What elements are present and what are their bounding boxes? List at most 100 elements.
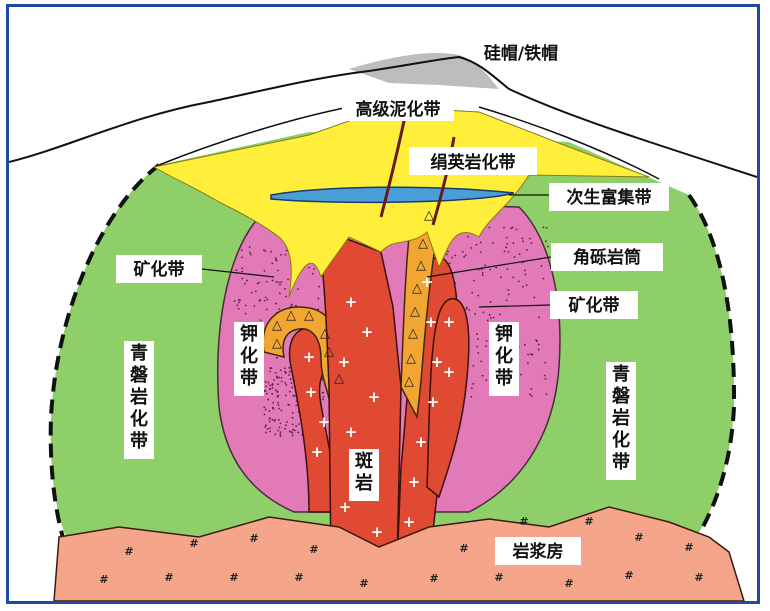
stipple-dot [263,407,265,409]
stipple-dot [280,254,282,256]
stipple-dot [284,428,286,430]
label-potassic-right-char: 钾 [495,323,513,345]
stipple-dot [281,380,283,382]
stipple-dot [277,402,279,404]
breccia-triangle: △ [272,336,282,351]
stipple-dot [447,251,449,253]
breccia-triangle: △ [304,308,314,323]
stipple-dot [323,396,325,398]
stipple-dot [295,404,297,406]
label-potassic-right-char: 化 [495,345,513,367]
stipple-dot [238,301,240,303]
stipple-dot [297,288,299,290]
stipple-dot [475,244,477,246]
stipple-dot [285,395,287,397]
stipple-dot [499,314,501,316]
stipple-dot [289,371,291,373]
stipple-dot [538,349,540,351]
plus-marker: + [443,313,456,331]
stipple-dot [271,419,273,421]
stipple-dot [257,283,259,285]
stipple-dot [484,264,486,266]
stipple-dot [265,432,267,434]
stipple-dot [275,372,277,374]
stipple-dot [477,338,479,340]
stipple-dot [285,424,287,426]
stipple-dot [267,382,269,384]
stipple-dot [274,434,276,436]
plus-marker: + [305,383,318,401]
stipple-dot [291,304,293,306]
stipple-dot [298,423,300,425]
stipple-dot [512,276,514,278]
plus-marker: + [403,513,416,531]
stipple-dot [284,288,286,290]
magma-hash: # [634,531,643,544]
breccia-triangle: △ [406,351,416,366]
label-propylitic-left-char: 青 [130,343,148,364]
stipple-dot [292,423,294,425]
stipple-dot [265,424,267,426]
stipple-dot [529,238,531,240]
stipple-dot [264,414,266,416]
stipple-dot [514,256,516,258]
stipple-dot [269,388,271,390]
stipple-dot [265,409,267,411]
stipple-dot [470,396,472,398]
breccia-triangle: △ [408,326,418,341]
stipple-dot [238,308,240,310]
stipple-dot [280,369,282,371]
stipple-dot [255,291,257,293]
magma-hash: # [519,515,528,528]
stipple-dot [503,227,505,229]
stipple-dot [241,278,243,280]
stipple-dot [291,387,293,389]
magma-hash: # [459,542,468,555]
porphyry-deposit-diagram: +++++++++++++++++++++△△△△△△△△△△△△△△△####… [9,7,757,601]
stipple-dot [246,280,248,282]
label-potassic-left-char: 化 [240,345,258,367]
stipple-dot [312,273,314,275]
plus-marker: + [371,523,384,541]
stipple-dot [273,420,275,422]
label-propylitic-right-char: 带 [612,452,630,473]
stipple-dot [531,395,533,397]
stipple-dot [245,313,247,315]
stipple-dot [241,267,243,269]
stipple-dot [275,257,277,259]
stipple-dot [545,378,547,380]
magma-hash: # [624,569,633,582]
magma-hash: # [684,541,693,554]
magma-hash: # [584,515,593,528]
breccia-triangle: △ [334,371,344,386]
label-magma-chamber: 岩浆房 [512,541,564,562]
stipple-dot [446,254,448,256]
label-mineralized-left: 矿化带 [134,259,185,280]
stipple-dot [275,389,277,391]
magma-hash: # [99,573,108,586]
stipple-dot [547,246,549,248]
stipple-dot [297,432,299,434]
stipple-dot [292,435,294,437]
stipple-dot [465,254,467,256]
stipple-dot [454,255,456,257]
stipple-dot [277,430,279,432]
stipple-dot [291,431,293,433]
breccia-triangle: △ [410,304,420,319]
stipple-dot [482,274,484,276]
stipple-dot [527,354,529,356]
stipple-dot [280,281,282,283]
stipple-dot [286,250,288,252]
stipple-dot [487,320,489,322]
stipple-dot [322,392,324,394]
stipple-dot [506,299,508,301]
stipple-dot [486,340,488,342]
stipple-dot [477,295,479,297]
stipple-dot [278,377,280,379]
stipple-dot [284,367,286,369]
stipple-dot [521,237,523,239]
stipple-dot [250,254,252,256]
breccia-triangle: △ [424,208,434,223]
plus-marker: + [443,363,456,381]
label-supergene: 次生富集带 [567,187,652,208]
